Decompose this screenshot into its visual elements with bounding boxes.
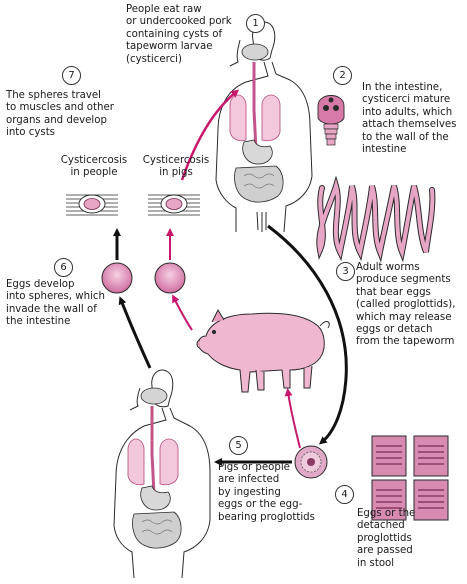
- sphere-people: [101, 262, 133, 294]
- step-3-number: 3: [336, 262, 355, 281]
- lung-right-top: [261, 94, 281, 142]
- esophagus-top: [252, 62, 258, 151]
- sphere-pigs: [154, 262, 186, 294]
- stomach-top: [242, 139, 273, 165]
- step-2-text: In the intestine, cysticerci mature into…: [362, 82, 457, 156]
- arrow-egg-to-pig: [284, 388, 301, 449]
- arrow-human-to-sphere: [118, 296, 152, 369]
- lung-right-bottom: [159, 438, 179, 486]
- cyst-muscle-people: [66, 194, 118, 216]
- label-cysticercosis-people: Cysticercosis in people: [60, 155, 128, 179]
- lung-left-bottom: [127, 438, 145, 486]
- arrow-cyst-to-human: [180, 89, 240, 181]
- cyst-muscle-pigs: [148, 194, 200, 216]
- arrow-pig-to-sphere: [172, 294, 193, 331]
- tapeworm-scolex: [317, 95, 345, 146]
- stomach-bottom: [140, 485, 171, 511]
- intestine-bottom: [132, 511, 182, 549]
- step-4-number: 4: [335, 485, 354, 504]
- step-6-number: 6: [54, 258, 73, 277]
- label-cysticercosis-pigs: Cysticercosis in pigs: [142, 155, 210, 179]
- intestine-top: [234, 165, 284, 203]
- step-7-text: The spheres travel to muscles and other …: [6, 90, 114, 139]
- lung-left-top: [229, 94, 247, 142]
- step-1-text: People eat raw or undercooked pork conta…: [126, 4, 232, 65]
- step-1-number: 1: [246, 14, 265, 33]
- tapeworm-egg: [294, 445, 328, 479]
- arrow-intestine-to-egg: [267, 224, 348, 445]
- step-4-text: Eggs or the detached proglottids are pas…: [357, 508, 416, 569]
- step-7-number: 7: [62, 66, 81, 85]
- step-2-number: 2: [333, 66, 352, 85]
- step-5-text: Pigs or people are infected by ingesting…: [218, 462, 315, 523]
- step-3-text: Adult worms produce segments that bear e…: [356, 262, 456, 348]
- brain-top: [241, 43, 269, 61]
- proglottids: [371, 435, 449, 521]
- step-6-text: Eggs develop into spheres, which invade …: [6, 279, 105, 328]
- step-5-number: 5: [229, 436, 248, 455]
- brain-bottom: [140, 387, 168, 405]
- esophagus-bottom: [150, 406, 156, 495]
- pig-illustration: [196, 308, 330, 393]
